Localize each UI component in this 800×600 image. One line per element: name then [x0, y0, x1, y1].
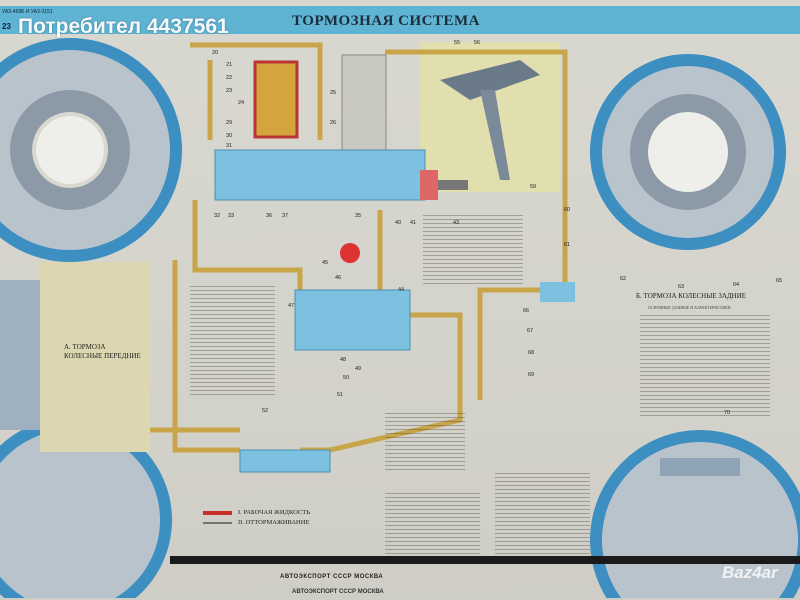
callout: 45	[322, 260, 329, 266]
master-cylinder	[214, 54, 468, 201]
callout: 59	[530, 184, 537, 190]
callout: 37	[282, 213, 289, 219]
callout: 49	[355, 366, 362, 372]
callout: 66	[523, 308, 530, 314]
callout: 32	[214, 213, 221, 219]
callout: 33	[228, 213, 235, 219]
callout: 20	[212, 50, 219, 56]
callout: 55	[454, 40, 461, 46]
callout: 46	[335, 275, 342, 281]
parts-list-4	[385, 490, 480, 555]
rear-brakes-label: Б. ТОРМОЗА КОЛЕСНЫЕ ЗАДНИЕ	[636, 292, 747, 300]
front-caliper-section	[0, 280, 40, 430]
callout: 26	[330, 120, 337, 126]
callout: 22	[226, 75, 233, 81]
callout: 41	[410, 220, 417, 226]
callout: 64	[733, 282, 740, 288]
callout: 40	[395, 220, 402, 226]
parts-list-2	[385, 410, 465, 470]
parts-list-3	[423, 212, 523, 287]
callout: 62	[620, 276, 627, 282]
callout: 29	[226, 120, 233, 126]
rear-tee	[540, 282, 575, 302]
front-bottom-wheel	[0, 417, 172, 598]
poster-title: ТОРМОЗНАЯ СИСТЕМА	[292, 13, 481, 29]
legend-release: II. ОТТОРМАЖИВАНИЕ	[238, 519, 310, 526]
specs-heading: ОСНОВНЫЕ ДАННЫЕ И ХАРАКТЕРИСТИКИ	[648, 305, 731, 310]
callout: 60	[564, 207, 571, 213]
callout: 63	[678, 284, 685, 290]
callout: 47	[288, 303, 295, 309]
specs-list	[640, 312, 770, 417]
callout: 61	[564, 242, 571, 248]
warning-lamp	[340, 243, 360, 263]
seller-watermark: Потребител 4437561	[18, 15, 229, 38]
callout: 48	[340, 357, 347, 363]
callout: 25	[330, 90, 337, 96]
callout: 70	[724, 410, 731, 416]
callout: 43	[453, 220, 460, 226]
vehicle-model: УАЗ-469Б И УАЗ-3151	[2, 9, 53, 15]
callout: 31	[226, 143, 233, 149]
callout: 51	[337, 392, 344, 398]
footer-bar	[170, 556, 800, 564]
rear-right-wheel	[590, 54, 786, 250]
callout: 67	[527, 328, 534, 334]
parts-list-5	[495, 470, 590, 555]
callout: 68	[528, 350, 535, 356]
callout: 52	[262, 408, 269, 414]
title-banner	[0, 6, 800, 34]
callout: 23	[226, 88, 233, 94]
legend-fluid: I. РАБОЧАЯ ЖИДКОСТЬ	[238, 509, 310, 516]
front-left-wheel	[0, 38, 182, 262]
callout: 36	[266, 213, 273, 219]
callout: 21	[226, 62, 233, 68]
callout: 30	[226, 133, 233, 139]
callout: 65	[776, 278, 783, 284]
tee-block	[239, 449, 331, 473]
sheet-number: 23	[2, 22, 11, 31]
callout: 50	[343, 375, 350, 381]
front-brakes-label: А. ТОРМОЗА КОЛЕСНЫЕ ПЕРЕДНИЕ	[64, 343, 141, 360]
callout: 56	[474, 40, 481, 46]
pressure-regulator	[294, 289, 411, 351]
parts-list-1	[190, 283, 275, 398]
callout: 24	[238, 100, 245, 106]
publisher-label: АВТОЭКСПОРТ СССР МОСКВА	[280, 574, 384, 580]
callout: 35	[355, 213, 362, 219]
site-watermark: Baz4ar	[722, 563, 778, 582]
callout: 44	[398, 287, 405, 293]
front-detail-panel	[40, 262, 150, 452]
callout: 69	[528, 372, 535, 378]
publisher-label-back: АВТОЭКСПОРТ СССР МОСКВА	[292, 589, 384, 595]
